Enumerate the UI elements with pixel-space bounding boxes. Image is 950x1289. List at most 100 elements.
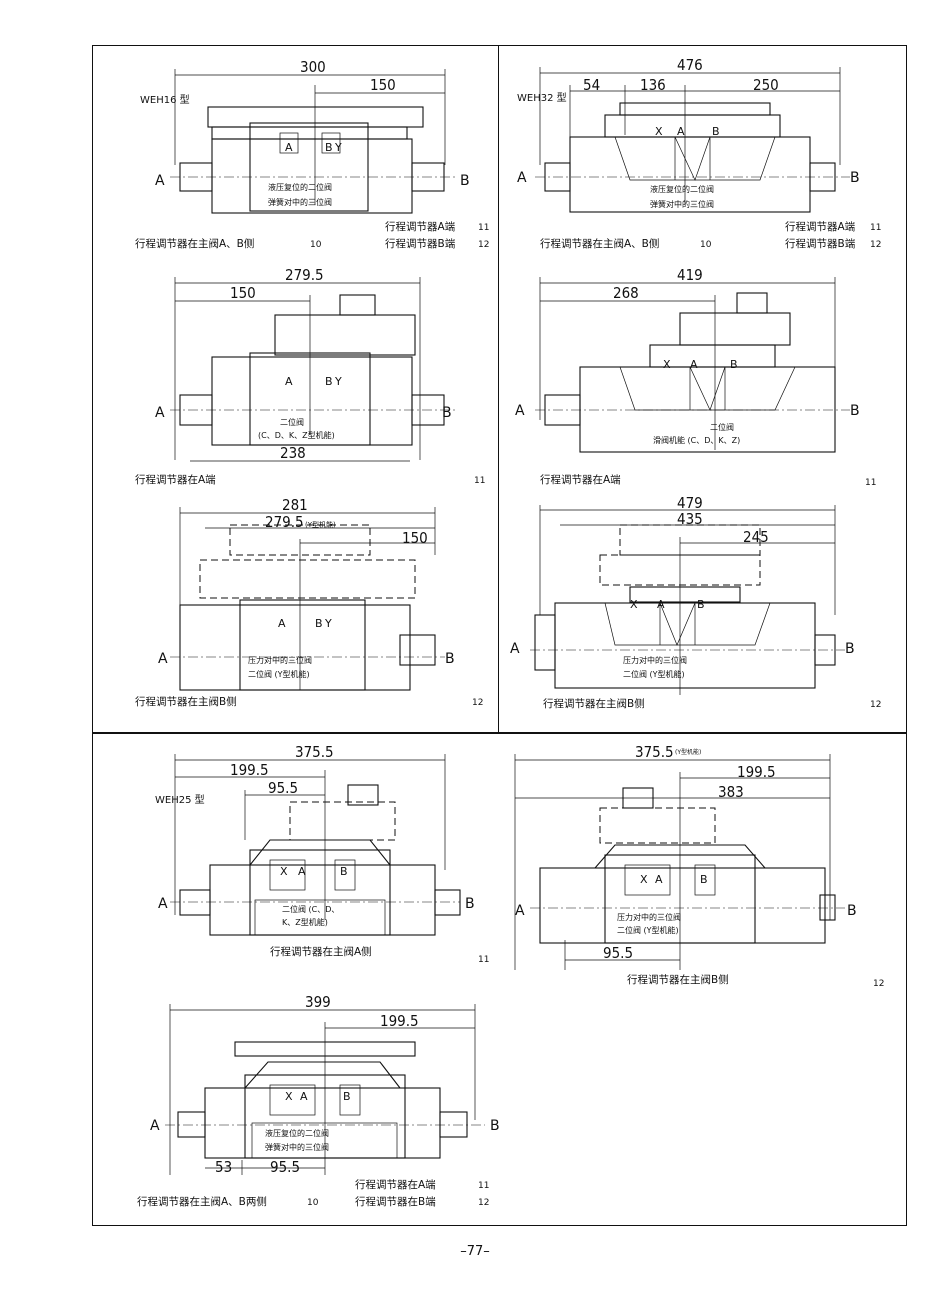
dim-95: 95.5 — [268, 779, 298, 797]
panel-weh25: 375.5 199.5 95.5 WEH25 型 X A B A B 二位阀 (… — [100, 740, 495, 970]
port-b: B — [490, 1118, 500, 1134]
dim-54: 54 — [583, 76, 600, 94]
caption-1: 行程调节器在主阀A侧 — [270, 945, 372, 958]
label-x: X — [630, 598, 638, 611]
label-a: A — [285, 141, 293, 154]
port-a: A — [515, 903, 525, 919]
label-b: B — [325, 141, 333, 154]
caption-3: 行程调节器B端 — [385, 237, 456, 250]
dim-width: 419 — [677, 266, 703, 284]
body-text-2: 弹簧对中的三位阀 — [268, 197, 332, 207]
body-text-2: 弹簧对中的三位阀 — [650, 199, 714, 209]
dim-199: 199.5 — [737, 763, 776, 781]
dim-offset: 268 — [613, 284, 639, 302]
panel-9: 399 199.5 53 95.5 X A B A B 液压复位的二位阀 弹簧对… — [100, 990, 500, 1215]
caption-1-num: 11 — [478, 955, 489, 965]
dim-offset: 150 — [230, 284, 256, 302]
dim-width: 279.5 — [285, 266, 324, 284]
valve-drawing — [170, 106, 455, 214]
caption-1-num: 12 — [873, 979, 884, 989]
caption-1: 行程调节器在主阀A、B两侧 — [137, 1195, 267, 1208]
caption-2-num: 11 — [870, 223, 881, 233]
caption-2: 行程调节器A端 — [785, 220, 856, 233]
caption-1: 行程调节器在主阀B侧 — [543, 697, 645, 710]
caption-3-num: 12 — [870, 240, 881, 250]
label-a: A — [285, 375, 293, 388]
caption-1-num: 10 — [310, 240, 322, 250]
caption-1-num: 11 — [474, 476, 485, 486]
caption-3-num: 12 — [478, 240, 489, 250]
dim-width: 476 — [677, 56, 703, 74]
dim-136: 136 — [640, 76, 666, 94]
top-frame — [92, 45, 907, 734]
body-text-1: 压力对中的三位阀 — [617, 912, 681, 922]
dim-245: 245 — [743, 528, 769, 546]
dim-150: 150 — [402, 529, 428, 547]
panel-8: 375.5 (Y型机能) 199.5 383 95.5 X A B A B 压力… — [505, 740, 900, 990]
body-text-2: K、Z型机能) — [282, 917, 328, 927]
label-a: A — [298, 865, 306, 878]
dimension-lines — [174, 69, 446, 205]
port-a: A — [158, 651, 168, 667]
port-a: A — [510, 641, 520, 657]
dim-width: 375.5 — [635, 743, 674, 761]
port-a: A — [515, 403, 525, 419]
label-a: A — [690, 358, 698, 371]
bottom-frame — [92, 732, 907, 1226]
body-text-2: 二位阀 (Y型机能) — [248, 669, 310, 679]
label-x: X — [285, 1090, 293, 1103]
label-b: B — [700, 873, 708, 886]
label-y: Y — [334, 141, 342, 154]
body-text-1: 液压复位的二位阀 — [268, 182, 332, 192]
caption-1-num: 11 — [865, 478, 876, 488]
body-text-1: 二位阀 — [710, 422, 734, 432]
panel-5: 281 279.5 (Y型机能) 150 A B Y A B 压力对中的三位阀 … — [100, 495, 495, 720]
dim-53: 53 — [215, 1158, 232, 1176]
body-text-1: 压力对中的三位阀 — [623, 655, 687, 665]
label-x: X — [280, 865, 288, 878]
label-b: B — [730, 358, 738, 371]
port-b: B — [850, 403, 860, 419]
port-b: B — [442, 405, 452, 421]
caption-3-num: 12 — [478, 1198, 489, 1208]
panel-weh16: 300 150 WEH16 型 A B Y A B 液压复位的二位阀 弹簧对中的… — [100, 55, 495, 255]
caption-3: 行程调节器在B端 — [355, 1195, 436, 1208]
label-x: X — [655, 125, 663, 138]
port-a: A — [517, 170, 527, 186]
model-label: WEH16 型 — [140, 93, 190, 106]
label-b: B — [325, 375, 333, 388]
port-a: A — [155, 173, 165, 189]
port-b: B — [850, 170, 860, 186]
body-text-2: 二位阀 (Y型机能) — [617, 925, 679, 935]
label-b: B — [315, 617, 323, 630]
dim-width: 479 — [677, 495, 703, 512]
label-a: A — [655, 873, 663, 886]
body-text-1: 二位阀 — [280, 417, 304, 427]
port-b: B — [460, 173, 470, 189]
model-label: WEH32 型 — [517, 91, 567, 104]
dim-width: 300 — [300, 58, 326, 76]
label-a: A — [300, 1090, 308, 1103]
dim-note: (Y型机能) — [675, 748, 701, 756]
panel-4: 419 268 X A B A B 二位阀 滑阀机能 (C、D、K、Z) 行程调… — [505, 265, 900, 490]
page-number: –77– — [460, 1244, 490, 1259]
label-x: X — [663, 358, 671, 371]
top-divider — [498, 45, 499, 734]
caption-1: 行程调节器在A端 — [540, 473, 621, 486]
dim-bottom: 238 — [280, 444, 306, 462]
caption-1-num: 10 — [700, 240, 712, 250]
label-a: A — [677, 125, 685, 138]
dim-199: 199.5 — [230, 761, 269, 779]
port-b: B — [847, 903, 857, 919]
dim-435: 435 — [677, 510, 703, 528]
caption-2: 行程调节器在A端 — [355, 1178, 436, 1191]
port-a: A — [158, 896, 168, 912]
caption-2-num: 11 — [478, 1181, 489, 1191]
port-a: A — [150, 1118, 160, 1134]
label-b: B — [340, 865, 348, 878]
panel-3: 279.5 150 238 A B Y A B 二位阀 (C、D、K、Z型机能)… — [100, 265, 495, 490]
dim-95: 95.5 — [603, 944, 633, 962]
label-b: B — [712, 125, 720, 138]
caption-1: 行程调节器在主阀B侧 — [135, 695, 237, 708]
caption-1: 行程调节器在主阀B侧 — [627, 973, 729, 986]
